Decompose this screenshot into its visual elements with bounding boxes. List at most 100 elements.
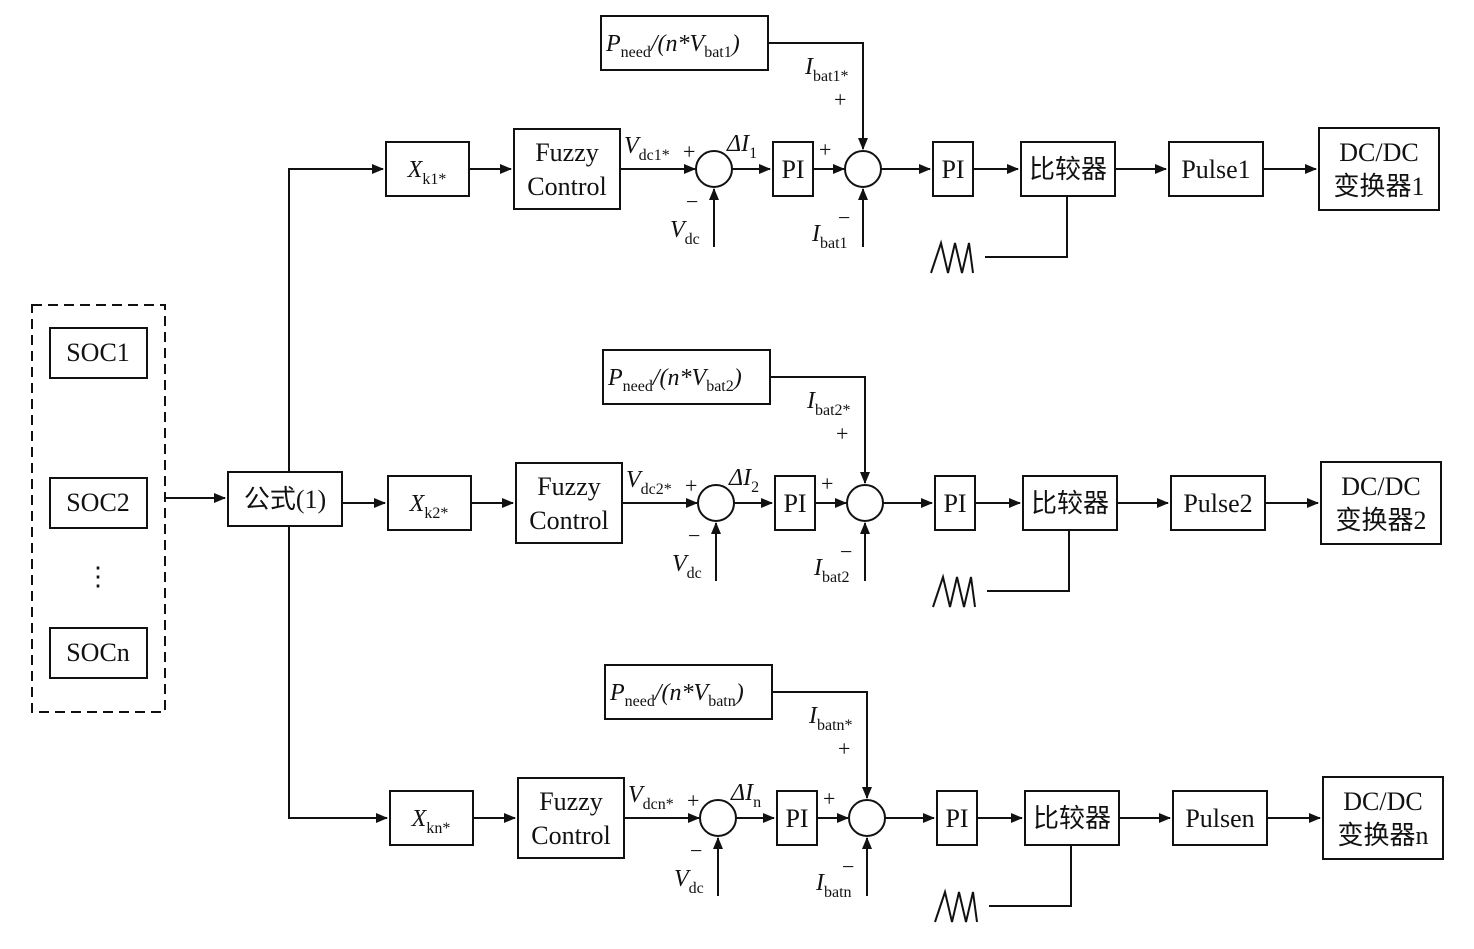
pi1-box-1 [772,141,814,197]
carrier-wire-1 [985,196,1068,258]
carrier-wire-2 [987,530,1070,592]
socn-label: SOCn [66,638,130,667]
pulse-label-n: Pulsen [1185,804,1254,833]
converter-label-line2-2: 变换器2 [1335,506,1426,535]
branch-1: Xk1*FuzzyControlVdc1*+−VdcΔI1PI++−Pneed/… [385,15,1440,274]
xk-box-1 [385,141,470,197]
pi2-box-1 [932,141,974,197]
pulse-label-2: Pulse2 [1183,489,1252,518]
soc2-label: SOC2 [66,488,130,517]
pi1-label-2: PI [783,489,806,518]
fuzzy-label-line2-1: Control [527,172,606,201]
pneed-label-2: Pneed/(n*Vbat2) [607,365,742,395]
fuzzy-label-line2-2: Control [529,506,608,535]
fuzzy-label-line1-2: Fuzzy [537,472,601,501]
converter-box-n [1322,776,1444,860]
converter-box-2 [1320,461,1442,545]
xk-label-1: Xk1* [407,157,447,188]
sum1-plus-sign-2: + [685,473,697,498]
pi2-box-n [936,790,978,846]
sum2-minus-sign-1: − [838,205,850,230]
ibat-feedback-label-2: Ibat2 [813,555,850,586]
soc1-label: SOC1 [66,338,130,367]
xk-label-2: Xk2* [409,491,449,522]
branches: Xk1*FuzzyControlVdc1*+−VdcΔI1PI++−Pneed/… [385,15,1444,923]
sum1-plus-sign-n: + [687,788,699,813]
sum2-plus-top-1: + [834,87,846,112]
vdc-feedback-label-n: Vdc [674,866,704,897]
ibat-ref-label-2: Ibat2* [806,388,851,419]
pi1-label-n: PI [785,804,808,833]
pulse-label-1: Pulse1 [1181,155,1250,184]
fuzzy-label-line1-1: Fuzzy [535,138,599,167]
fuzzy-control-box-n [517,777,625,859]
carrier-wire-n [989,845,1072,907]
ibat-feedback-label-1: Ibat1 [811,221,848,252]
carrier-waveform-2 [932,573,976,608]
ibat-feedback-label-n: Ibatn [815,870,852,901]
vdc-feedback-label-1: Vdc [670,217,700,248]
converter-box-1 [1318,127,1440,211]
carrier-waveform-n [934,888,978,923]
pneed-box-2 [602,349,771,405]
converter-label-line1-1: DC/DC [1339,138,1418,167]
converter-label-line1-n: DC/DC [1343,787,1422,816]
delta-i-label-2: ΔI2 [728,465,759,496]
branch-n: Xkn*FuzzyControlVdcn*+−VdcΔInPI++−Pneed/… [389,664,1444,923]
sum2-plus-top-2: + [836,421,848,446]
pulse-box-n [1172,790,1268,846]
fuzzy-control-box-1 [513,128,621,210]
formula-to-branchn-arrow [288,526,388,823]
comparator-label-n: 比较器 [1033,804,1111,833]
soc-group-frame [31,304,166,713]
comparator-label-1: 比较器 [1029,155,1107,184]
fuzzy-label-line2-n: Control [531,821,610,850]
sum2-plus-left-2: + [821,471,833,496]
carrier-waveform-1 [930,239,974,274]
xk-label-n: Xkn* [411,806,451,837]
sum2-plus-left-n: + [823,786,835,811]
soc-ellipsis: ⋮ [85,562,111,591]
ibat-ref-label-1: Ibat1* [804,54,849,85]
pi1-box-2 [774,475,816,531]
ibat-ref-label-n: Ibatn* [808,703,853,734]
ibat-ref-arrow-2 [770,376,870,484]
delta-i-label-1: ΔI1 [726,131,757,162]
pneed-label-n: Pneed/(n*Vbatn) [609,680,744,710]
comparator-label-2: 比较器 [1031,489,1109,518]
sum-junction-current-2 [846,484,884,522]
pneed-label-1: Pneed/(n*Vbat1) [605,31,740,61]
sum2-minus-sign-2: − [840,539,852,564]
pneed-box-1 [600,15,769,71]
sum1-plus-sign-1: + [683,139,695,164]
xk-box-2 [387,475,472,531]
pi2-label-1: PI [941,155,964,184]
sum1-minus-sign-2: − [688,523,700,548]
soc2-box [49,477,148,529]
ibat-ref-arrow-n [772,691,872,799]
ibat-ref-arrow-1 [768,42,868,150]
comparator-box-2 [1022,475,1118,531]
vdc-ref-label-n: Vdcn* [628,782,674,813]
sum2-minus-sign-n: − [842,854,854,879]
soc-group: SOC1 SOC2 ⋮ SOCn [31,304,166,713]
vdc-ref-label-2: Vdc2* [626,467,672,498]
converter-label-line2-n: 变换器n [1337,821,1428,850]
sum1-minus-sign-1: − [686,189,698,214]
soc1-box [49,327,148,379]
converter-label-line1-2: DC/DC [1341,472,1420,501]
pulse-box-2 [1170,475,1266,531]
converter-label-line2-1: 变换器1 [1333,172,1424,201]
vdc-feedback-label-2: Vdc [672,551,702,582]
vdc-ref-label-1: Vdc1* [624,133,670,164]
fuzzy-label-line1-n: Fuzzy [539,787,603,816]
formula-box [227,471,343,527]
sum-junction-current-n [848,799,886,837]
sum-junction-current-1 [844,150,882,188]
branch-2: Xk2*FuzzyControlVdc2*+−VdcΔI2PI++−Pneed/… [387,349,1442,608]
pi2-box-2 [934,475,976,531]
pneed-box-n [604,664,773,720]
delta-i-label-n: ΔIn [730,780,761,811]
socn-box [49,627,148,679]
sum1-minus-sign-n: − [690,838,702,863]
